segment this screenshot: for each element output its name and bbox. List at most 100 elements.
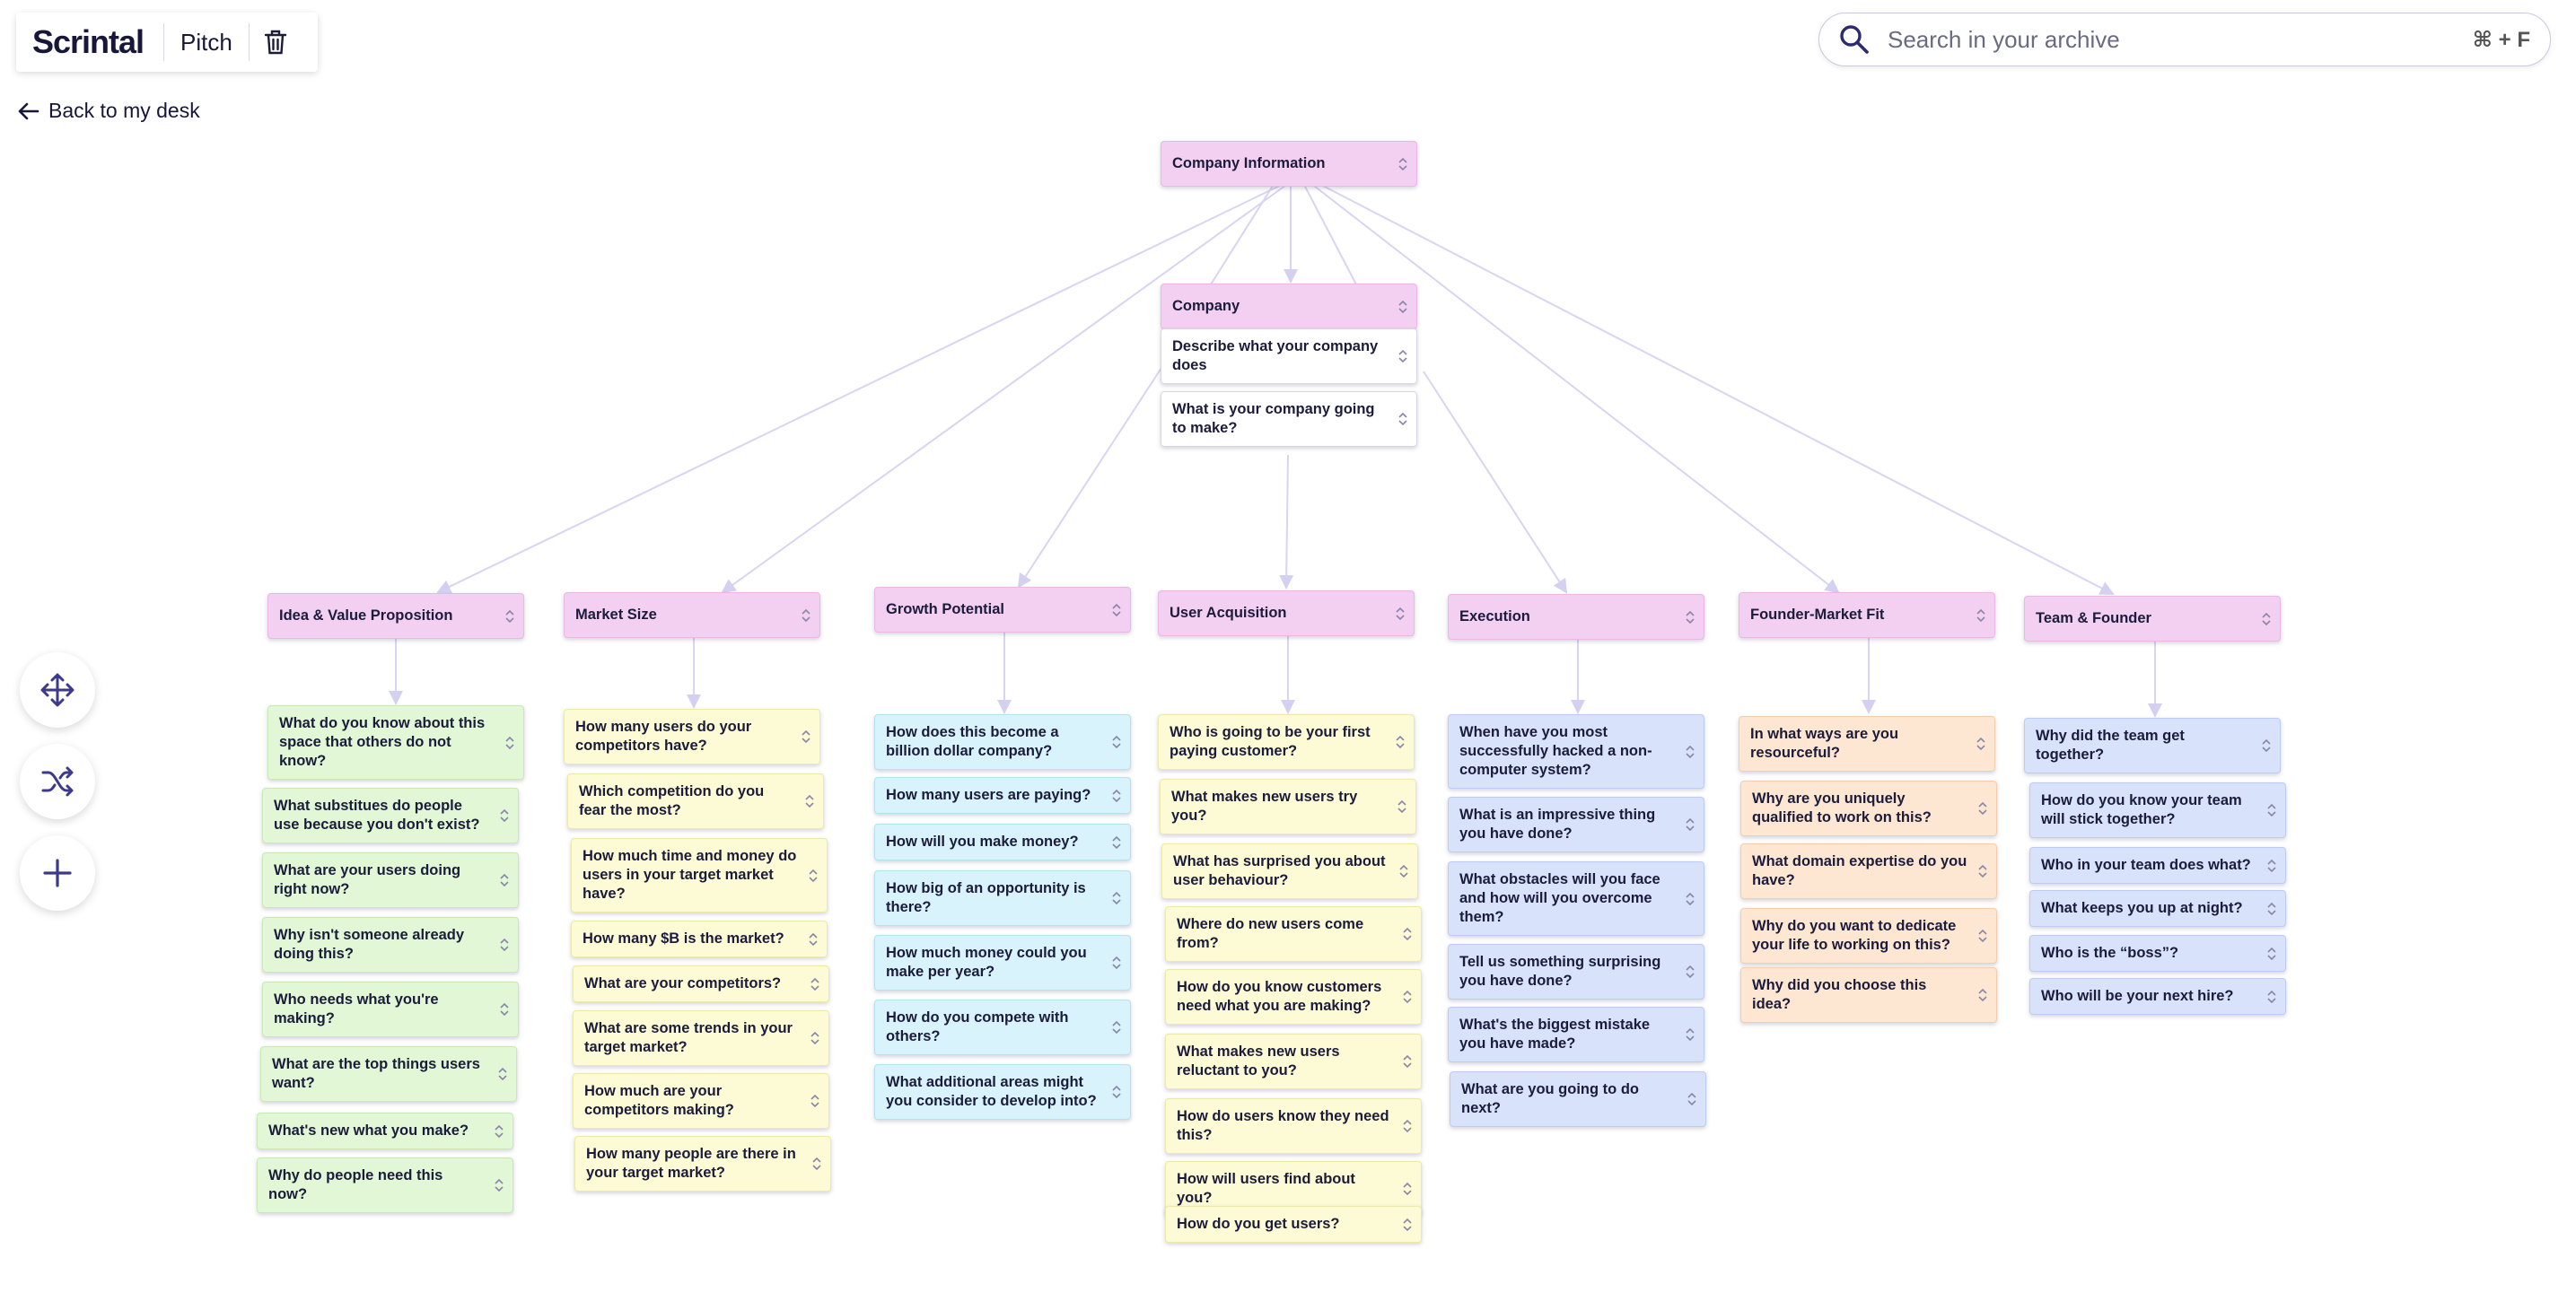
- question-card[interactable]: What makes new users reluctant to you?: [1165, 1034, 1422, 1089]
- expand-icon[interactable]: [810, 1030, 820, 1046]
- question-card[interactable]: Who needs what you're making?: [262, 982, 519, 1037]
- question-card[interactable]: How will you make money?: [874, 824, 1131, 860]
- expand-icon[interactable]: [1685, 1026, 1695, 1043]
- expand-icon[interactable]: [2266, 901, 2277, 917]
- app-logo[interactable]: Scrintal: [32, 23, 145, 60]
- question-card[interactable]: What makes new users try you?: [1160, 779, 1416, 834]
- expand-icon[interactable]: [2266, 802, 2277, 818]
- question-card[interactable]: Which competition do you fear the most?: [567, 773, 824, 829]
- expand-icon[interactable]: [1111, 788, 1122, 804]
- expand-icon[interactable]: [2266, 989, 2277, 1005]
- expand-icon[interactable]: [1402, 1053, 1413, 1070]
- expand-icon[interactable]: [1977, 928, 1988, 944]
- expand-icon[interactable]: [1111, 890, 1122, 906]
- question-card[interactable]: In what ways are you resourceful?: [1739, 716, 1995, 772]
- question-card[interactable]: Who will be your next hire?: [2029, 978, 2286, 1015]
- question-card[interactable]: What do you know about this space that o…: [267, 705, 524, 780]
- question-card[interactable]: What keeps you up at night?: [2029, 890, 2286, 927]
- question-card[interactable]: Where do new users come from?: [1165, 906, 1422, 962]
- category-card-execution[interactable]: Execution: [1448, 594, 1704, 640]
- question-card[interactable]: What has surprised you about user behavi…: [1161, 843, 1418, 899]
- question-card[interactable]: How does this become a billion dollar co…: [874, 714, 1131, 770]
- expand-icon[interactable]: [801, 729, 811, 745]
- question-card[interactable]: Who in your team does what?: [2029, 847, 2286, 884]
- question-card[interactable]: Who is going to be your first paying cus…: [1158, 714, 1415, 770]
- expand-icon[interactable]: [1685, 609, 1695, 625]
- expand-icon[interactable]: [2261, 611, 2272, 627]
- expand-icon[interactable]: [1398, 156, 1408, 172]
- expand-icon[interactable]: [2261, 738, 2272, 754]
- expand-icon[interactable]: [499, 937, 510, 953]
- expand-icon[interactable]: [499, 808, 510, 824]
- expand-icon[interactable]: [1685, 964, 1695, 980]
- category-card-growth-potential[interactable]: Growth Potential: [874, 587, 1131, 633]
- expand-icon[interactable]: [1395, 606, 1406, 622]
- expand-icon[interactable]: [499, 872, 510, 888]
- expand-icon[interactable]: [494, 1177, 504, 1193]
- expand-icon[interactable]: [810, 1093, 820, 1109]
- trash-icon[interactable]: [250, 23, 302, 61]
- search-input[interactable]: [1886, 24, 2473, 55]
- expand-icon[interactable]: [1397, 799, 1407, 815]
- expand-icon[interactable]: [1398, 411, 1408, 427]
- expand-icon[interactable]: [1111, 1019, 1122, 1035]
- question-card[interactable]: How much time and money do users in your…: [571, 838, 828, 913]
- card-company-information[interactable]: Company Information: [1161, 141, 1417, 187]
- expand-icon[interactable]: [499, 1001, 510, 1017]
- card-company-item[interactable]: What is your company going to make?: [1161, 391, 1417, 447]
- expand-icon[interactable]: [1398, 348, 1408, 364]
- question-card[interactable]: Why are you uniquely qualified to work o…: [1740, 781, 1997, 836]
- expand-icon[interactable]: [1687, 1091, 1697, 1107]
- expand-icon[interactable]: [811, 1156, 822, 1172]
- question-card[interactable]: How do you get users?: [1165, 1206, 1422, 1243]
- question-card[interactable]: What are you going to do next?: [1450, 1071, 1706, 1127]
- category-card-idea-value-proposition[interactable]: Idea & Value Proposition: [267, 593, 524, 639]
- question-card[interactable]: How many users do your competitors have?: [564, 709, 820, 764]
- question-card[interactable]: Why do you want to dedicate your life to…: [1740, 908, 1997, 964]
- question-card[interactable]: What are your competitors?: [573, 965, 829, 1002]
- add-card-button[interactable]: [20, 835, 95, 911]
- question-card[interactable]: When have you most successfully hacked a…: [1448, 714, 1704, 789]
- question-card[interactable]: How do you compete with others?: [874, 1000, 1131, 1055]
- card-company[interactable]: Company: [1161, 284, 1417, 329]
- expand-icon[interactable]: [808, 931, 819, 948]
- expand-icon[interactable]: [1685, 891, 1695, 907]
- back-to-desk-link[interactable]: Back to my desk: [18, 99, 200, 123]
- question-card[interactable]: How do you know your team will stick tog…: [2029, 782, 2286, 838]
- question-card[interactable]: What obstacles will you face and how wil…: [1448, 861, 1704, 936]
- question-card[interactable]: What domain expertise do you have?: [1740, 843, 1997, 899]
- category-card-team-founder[interactable]: Team & Founder: [2024, 596, 2281, 642]
- expand-icon[interactable]: [1402, 1181, 1413, 1197]
- move-tool-button[interactable]: [20, 652, 95, 728]
- question-card[interactable]: How much are your competitors making?: [573, 1073, 829, 1129]
- category-card-founder-market-fit[interactable]: Founder-Market Fit: [1739, 592, 1995, 638]
- expand-icon[interactable]: [1395, 734, 1406, 750]
- search-bar[interactable]: ⌘ + F: [1818, 13, 2551, 66]
- expand-icon[interactable]: [2266, 858, 2277, 874]
- expand-icon[interactable]: [1402, 989, 1413, 1005]
- question-card[interactable]: Who is the “boss”?: [2029, 935, 2286, 972]
- expand-icon[interactable]: [1976, 736, 1986, 752]
- category-card-market-size[interactable]: Market Size: [564, 592, 820, 638]
- question-card[interactable]: How many users are paying?: [874, 777, 1131, 814]
- expand-icon[interactable]: [1977, 987, 1988, 1003]
- expand-icon[interactable]: [804, 793, 815, 809]
- question-card[interactable]: How do users know they need this?: [1165, 1098, 1422, 1154]
- expand-icon[interactable]: [1977, 863, 1988, 879]
- expand-icon[interactable]: [494, 1123, 504, 1140]
- expand-icon[interactable]: [808, 868, 819, 884]
- question-card[interactable]: Tell us something surprising you have do…: [1448, 944, 1704, 1000]
- document-title[interactable]: Pitch: [180, 28, 232, 56]
- question-card[interactable]: How big of an opportunity is there?: [874, 870, 1131, 926]
- expand-icon[interactable]: [2266, 946, 2277, 962]
- expand-icon[interactable]: [1976, 607, 1986, 624]
- question-card[interactable]: How many $B is the market?: [571, 921, 828, 957]
- expand-icon[interactable]: [801, 607, 811, 624]
- question-card[interactable]: Why did the team get together?: [2024, 718, 2281, 773]
- expand-icon[interactable]: [1398, 863, 1409, 879]
- expand-icon[interactable]: [1402, 1217, 1413, 1233]
- question-card[interactable]: What are your users doing right now?: [262, 852, 519, 908]
- expand-icon[interactable]: [1111, 602, 1122, 618]
- expand-icon[interactable]: [497, 1066, 508, 1082]
- question-card[interactable]: Why do people need this now?: [257, 1157, 513, 1213]
